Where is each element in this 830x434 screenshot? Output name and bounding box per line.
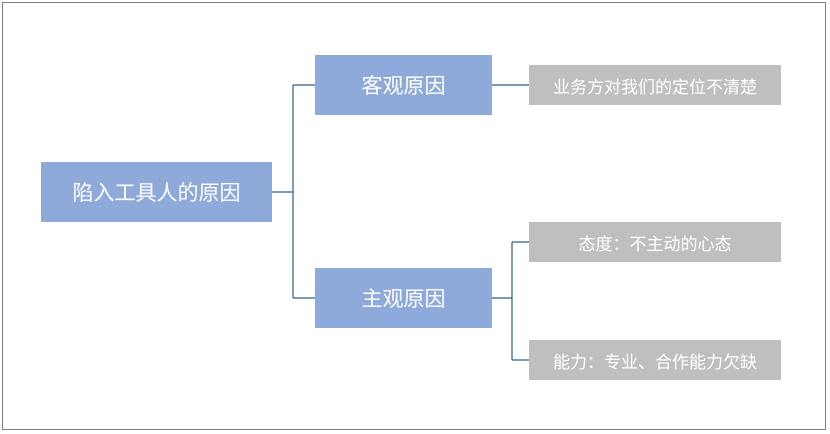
leaf-node-positioning-label: 业务方对我们的定位不清楚 [553, 77, 757, 98]
connector-subjective-to-leaves [492, 241, 529, 361]
branch-node-subjective-label: 主观原因 [361, 287, 446, 311]
leaf-node-ability: 能力：专业、合作能力欠缺 [529, 340, 781, 380]
leaf-node-attitude-label: 态度：不主动的心态 [578, 234, 732, 255]
leaf-node-ability-label: 能力：专业、合作能力欠缺 [553, 352, 757, 373]
branch-node-objective: 客观原因 [315, 55, 492, 115]
connector-root-to-branches [272, 84, 315, 299]
root-node-label: 陷入工具人的原因 [72, 181, 241, 205]
root-node: 陷入工具人的原因 [41, 162, 272, 222]
diagram-frame [2, 2, 826, 430]
branch-node-objective-label: 客观原因 [361, 74, 446, 98]
leaf-node-attitude: 态度：不主动的心态 [529, 222, 781, 262]
leaf-node-positioning: 业务方对我们的定位不清楚 [529, 65, 781, 105]
branch-node-subjective: 主观原因 [315, 268, 492, 328]
